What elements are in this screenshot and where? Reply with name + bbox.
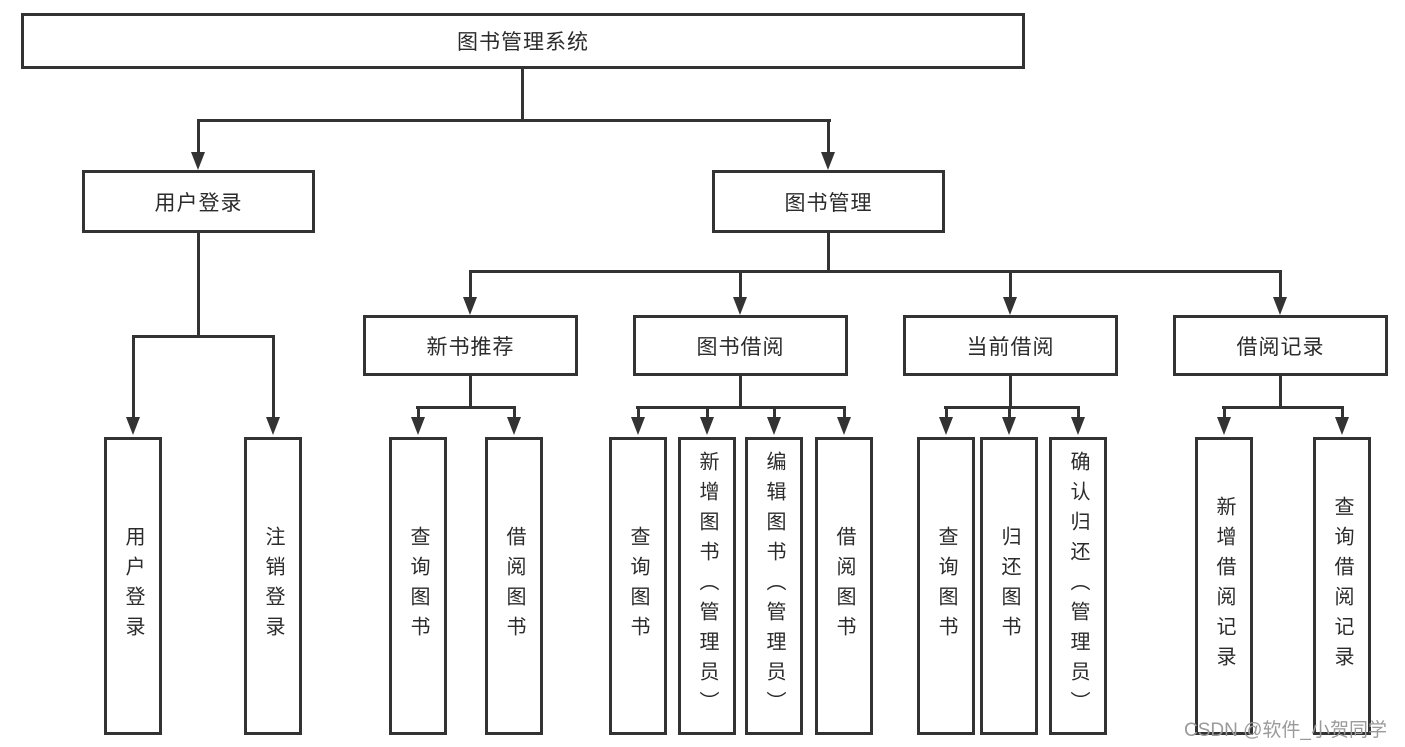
connector-stem-book-mgmt bbox=[827, 119, 830, 154]
connector-stem-leaf bbox=[945, 406, 948, 419]
node-leaf-add-books-admin: 新增图书（管理员） bbox=[678, 437, 736, 735]
node-leaf-query-books-1-label: 查询图书 bbox=[407, 526, 429, 646]
connector-group-stem bbox=[739, 376, 742, 409]
connector-stem-leaf bbox=[843, 406, 846, 419]
connector-stem-leaf bbox=[1341, 406, 1344, 419]
node-leaf-query-borrow-record: 查询借阅记录 bbox=[1313, 437, 1371, 735]
arrowhead-down-icon bbox=[411, 417, 425, 435]
node-group-borrow-records: 借阅记录 bbox=[1173, 315, 1388, 376]
node-leaf-add-borrow-record: 新增借阅记录 bbox=[1195, 437, 1253, 735]
arrowhead-down-icon bbox=[821, 152, 835, 170]
connector-group-stem bbox=[1009, 376, 1012, 409]
node-group-book-borrow: 图书借阅 bbox=[633, 315, 848, 376]
node-leaf-borrow-books-2: 借阅图书 bbox=[815, 437, 873, 735]
node-leaf-query-books-3-label: 查询图书 bbox=[935, 526, 957, 646]
node-group-new-books: 新书推荐 bbox=[363, 315, 578, 376]
connector-stem-leaf bbox=[272, 335, 275, 417]
arrowhead-down-icon bbox=[126, 417, 140, 435]
node-leaf-return-books-label: 归还图书 bbox=[998, 526, 1020, 646]
arrowhead-down-icon bbox=[1335, 417, 1349, 435]
node-leaf-query-books-2-label: 查询图书 bbox=[627, 526, 649, 646]
connector-stem-group bbox=[1009, 270, 1012, 297]
connector-stem-leaf bbox=[1077, 406, 1080, 419]
node-leaf-confirm-return-admin-label: 确认归还（管理员） bbox=[1067, 451, 1089, 721]
connector-book-mgmt-stem bbox=[827, 233, 830, 271]
node-user-login: 用户登录 bbox=[82, 170, 315, 233]
connector-root-bar bbox=[197, 119, 831, 122]
node-leaf-borrow-books-1-label: 借阅图书 bbox=[503, 526, 525, 646]
arrowhead-down-icon bbox=[1003, 297, 1017, 315]
connector-group-stem bbox=[1279, 376, 1282, 409]
connector-stem-group bbox=[469, 270, 472, 297]
connector-stem-leaf bbox=[513, 406, 516, 419]
arrowhead-down-icon bbox=[1217, 417, 1231, 435]
node-leaf-logout-label: 注销登录 bbox=[262, 526, 284, 646]
connector-book-mgmt-bar bbox=[469, 270, 1282, 273]
node-leaf-add-books-admin-label: 新增图书（管理员） bbox=[696, 451, 718, 721]
node-leaf-query-books-3: 查询图书 bbox=[917, 437, 975, 735]
node-leaf-logout: 注销登录 bbox=[244, 437, 302, 735]
arrowhead-down-icon bbox=[1071, 417, 1085, 435]
node-leaf-query-books-2: 查询图书 bbox=[609, 437, 667, 735]
node-leaf-user-login-label: 用户登录 bbox=[122, 526, 144, 646]
node-leaf-query-books-1: 查询图书 bbox=[389, 437, 447, 735]
node-root: 图书管理系统 bbox=[21, 13, 1025, 69]
arrowhead-down-icon bbox=[939, 417, 953, 435]
connector-stem-leaf bbox=[1223, 406, 1226, 419]
node-book-mgmt: 图书管理 bbox=[712, 170, 945, 233]
node-book-mgmt-label: 图书管理 bbox=[784, 191, 873, 215]
connector-root-stem bbox=[521, 69, 524, 122]
csdn-watermark: CSDN @软件_小贺同学 bbox=[1184, 720, 1387, 741]
arrowhead-down-icon bbox=[463, 297, 477, 315]
node-leaf-return-books: 归还图书 bbox=[980, 437, 1038, 735]
arrowhead-down-icon bbox=[631, 417, 645, 435]
arrowhead-down-icon bbox=[191, 152, 205, 170]
connector-stem-leaf bbox=[706, 406, 709, 419]
node-group-current-borrow-label: 当前借阅 bbox=[966, 335, 1055, 359]
node-leaf-user-login: 用户登录 bbox=[104, 437, 162, 735]
connector-stem-leaf bbox=[417, 406, 420, 419]
connector-stem-group bbox=[1279, 270, 1282, 297]
node-root-label: 图书管理系统 bbox=[457, 31, 589, 54]
node-leaf-borrow-books-2-label: 借阅图书 bbox=[833, 526, 855, 646]
connector-stem-group bbox=[739, 270, 742, 297]
connector-user-login-bar bbox=[132, 335, 275, 338]
arrowhead-down-icon bbox=[733, 297, 747, 315]
node-leaf-borrow-books-1: 借阅图书 bbox=[485, 437, 543, 735]
node-group-new-books-label: 新书推荐 bbox=[426, 335, 515, 359]
connector-group-bar bbox=[416, 406, 515, 409]
node-leaf-add-borrow-record-label: 新增借阅记录 bbox=[1213, 496, 1235, 676]
connector-stem-leaf bbox=[1008, 406, 1011, 419]
arrowhead-down-icon bbox=[1002, 417, 1016, 435]
node-group-current-borrow: 当前借阅 bbox=[903, 315, 1118, 376]
node-group-book-borrow-label: 图书借阅 bbox=[696, 335, 785, 359]
node-leaf-query-borrow-record-label: 查询借阅记录 bbox=[1331, 496, 1353, 676]
connector-group-bar bbox=[636, 406, 845, 409]
arrowhead-down-icon bbox=[507, 417, 521, 435]
connector-group-bar bbox=[1222, 406, 1343, 409]
arrowhead-down-icon bbox=[767, 417, 781, 435]
arrowhead-down-icon bbox=[1273, 297, 1287, 315]
connector-stem-leaf bbox=[637, 406, 640, 419]
node-group-borrow-records-label: 借阅记录 bbox=[1236, 335, 1325, 359]
arrowhead-down-icon bbox=[266, 417, 280, 435]
arrowhead-down-icon bbox=[700, 417, 714, 435]
connector-group-bar bbox=[944, 406, 1079, 409]
node-user-login-label: 用户登录 bbox=[154, 191, 243, 215]
connector-stem-user-login bbox=[197, 119, 200, 154]
node-leaf-confirm-return-admin: 确认归还（管理员） bbox=[1049, 437, 1107, 735]
connector-stem-leaf bbox=[132, 335, 135, 417]
node-leaf-edit-books-admin: 编辑图书（管理员） bbox=[745, 437, 803, 735]
arrowhead-down-icon bbox=[837, 417, 851, 435]
connector-user-login-stem bbox=[197, 233, 200, 336]
connector-stem-leaf bbox=[773, 406, 776, 419]
connector-group-stem bbox=[469, 376, 472, 409]
node-leaf-edit-books-admin-label: 编辑图书（管理员） bbox=[763, 451, 785, 721]
